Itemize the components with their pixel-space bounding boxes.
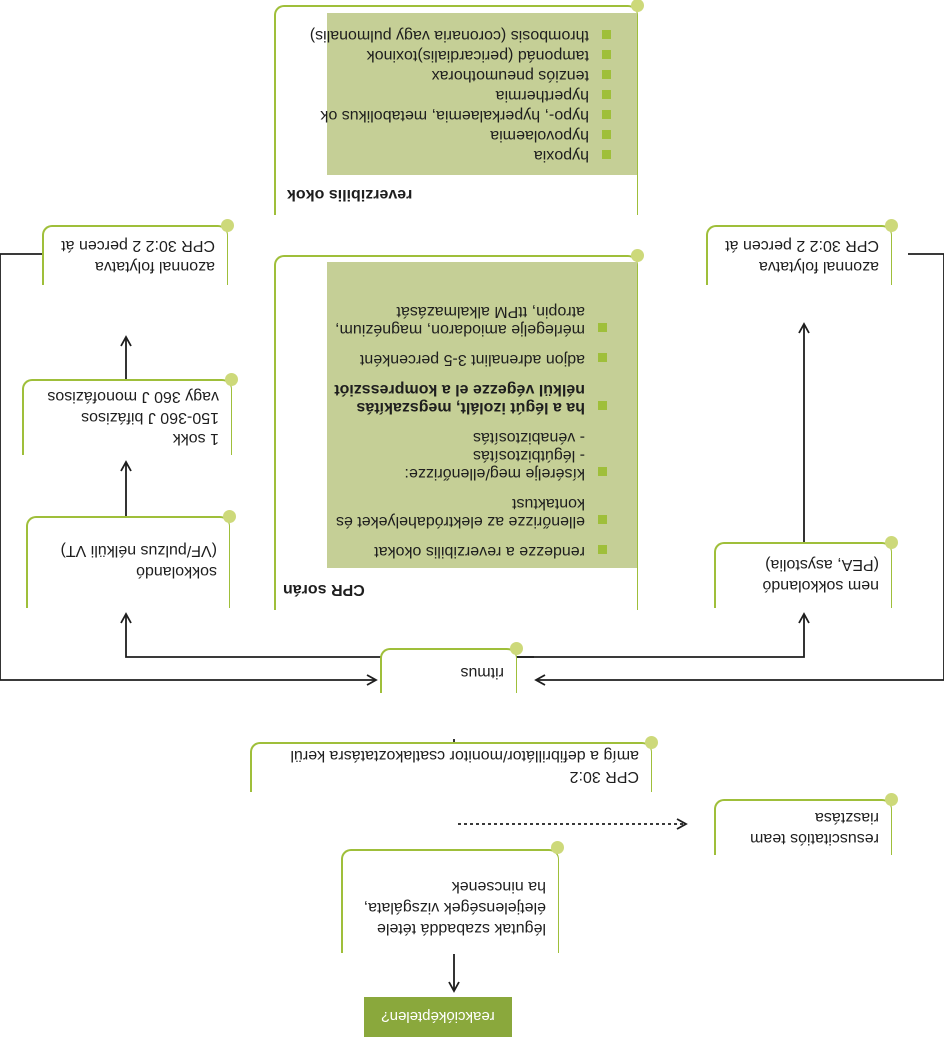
shockable-line-1: sokkolandó [136, 563, 217, 580]
during-cpr-panel: CPR során rendezze a reverzibilis okokat… [274, 255, 638, 610]
corner-dot [885, 536, 898, 549]
airway-line-3: ha nincsenek [451, 878, 546, 895]
during-cpr-item: kísérelje meg/ellenőrizze:- légútbiztosí… [309, 428, 609, 482]
reversible-item: hypovolaemia [293, 125, 613, 145]
team-line-2: riasztása [814, 809, 879, 826]
airway-box: légutak szabaddá tétele életjelenségek v… [341, 849, 559, 953]
airway-line-1: légutak szabaddá tétele [376, 920, 546, 937]
shock-line-1: 1 sokk [172, 430, 219, 447]
corner-dot [551, 841, 564, 854]
arrow-to-nonshockable [516, 612, 810, 658]
corner-dot [223, 510, 236, 523]
nonshockable-line-1: nem sokkolandó [762, 577, 879, 594]
during-cpr-title: CPR során [283, 581, 365, 598]
loop-right [0, 253, 378, 686]
team-box: resuscitatiós team riasztása [714, 799, 892, 855]
rhythm-box: ritmus [380, 648, 517, 693]
during-cpr-item: ha a légút izolált, megszakítás nélkül v… [309, 380, 609, 416]
reversible-item: hyperthermia [293, 85, 613, 105]
shock-box: 1 sokk 150-360 J bifázisos vagy 360 J mo… [22, 379, 232, 455]
cpr-right-box: azonnal folytatva CPR 30:2 2 percen át [706, 225, 892, 285]
corner-dot [510, 642, 523, 655]
cpr-box: CPR 30:2 amíg a defibrillátor/monitor cs… [250, 742, 652, 792]
shock-line-3: vagy 360 J monofázisos [47, 388, 219, 405]
reversible-list: hypoxia hypovolaemia hypo-, hyperkalaemi… [293, 25, 613, 165]
cpr-line-2: amíg a defibrillátor/monitor csatlakozta… [290, 747, 639, 764]
reversible-title: reverzibilis okok [287, 186, 413, 203]
during-cpr-item: rendezze a reverzibilis okokat [309, 542, 609, 560]
shockable-box: sokkolandó (VF/pulzus nélküli VT) [26, 516, 230, 608]
corner-dot [225, 373, 238, 386]
corner-dot [885, 219, 898, 232]
reversible-item: hypo-, hyperkalaemia, metabolikus ok [293, 105, 613, 125]
reversible-item: tenziós pneumothorax [293, 65, 613, 85]
cpr-line-1: CPR 30:2 [569, 768, 639, 785]
during-cpr-list: rendezze a reverzibilis okokat ellenőriz… [309, 302, 609, 560]
reversible-item: hypoxia [293, 145, 613, 165]
cpr-left-line-2: CPR 30:2 2 percen át [61, 237, 215, 254]
during-cpr-item: mérlegelje amiodaron, magnézium, atropin… [309, 302, 609, 338]
start-box: reakcióképtelen? [364, 997, 512, 1037]
corner-dot [221, 219, 234, 232]
shockable-line-2: (VF/pulzus nélküli VT) [60, 542, 218, 559]
airway-line-2: életjelenségek vizsgálata, [363, 899, 546, 916]
cpr-right-line-2: CPR 30:2 2 percen át [725, 237, 879, 254]
corner-dot [645, 736, 658, 749]
nonshockable-box: nem sokkolandó (PEA, asystolia) [714, 542, 892, 608]
corner-dot [885, 793, 898, 806]
loop-left [534, 253, 944, 686]
reversible-item: tamponád (pericardialis)toxinok [293, 45, 613, 65]
cpr-left-line-1: azonnal folytatva [94, 258, 215, 275]
during-cpr-item: adjon adrenalint 3-5 percenként [309, 350, 609, 368]
nonshockable-line-2: (PEA, asystolia) [765, 556, 879, 573]
reversible-panel: reverzibilis okok hypoxia hypovolaemia h… [274, 5, 638, 215]
rhythm-label: ritmus [460, 664, 504, 681]
cpr-right-line-1: azonnal folytatva [758, 258, 879, 275]
reversible-item: thrombosis (coronaria vagy pulmonalis) [293, 25, 613, 45]
corner-dot [631, 249, 644, 262]
start-label: reakcióképtelen? [381, 1008, 495, 1026]
team-line-1: resuscitatiós team [750, 830, 879, 847]
cpr-left-box: azonnal folytatva CPR 30:2 2 percen át [42, 225, 228, 285]
shock-line-2: 150-360 J bifázisos [81, 409, 219, 426]
during-cpr-item: ellenőrizze az elektródahelyeket és kont… [309, 494, 609, 530]
